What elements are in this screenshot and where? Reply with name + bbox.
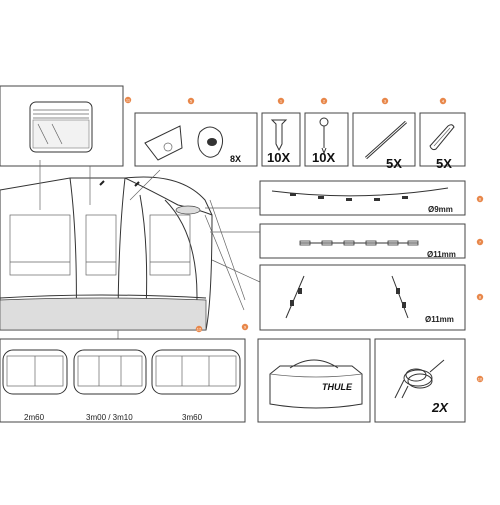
badge-3: 3 [381,97,389,105]
cable-2-diameter: Ø11mm [427,250,456,259]
svg-text:8: 8 [479,295,482,300]
panels-box: 2m60 3m00 / 3m10 3m60 12 [0,325,246,423]
hook-pegs-box: 10X 2 [304,97,349,167]
svg-text:5: 5 [190,99,193,104]
clips-qty: 5X [436,156,452,171]
ropes-box: 2X 10 [374,338,484,423]
guy-pole-qty: 5X [386,156,402,171]
panel-size-2: 3m00 / 3m10 [86,413,133,422]
panel-size-1: 2m60 [24,413,45,422]
badge-9: 9 [241,323,249,331]
bracket-icon [144,125,183,161]
badge-5: 5 [187,97,195,105]
cable-3a-illustration [285,275,305,319]
svg-text:4: 4 [442,99,445,104]
guy-pole-box: 5X 3 [352,97,416,171]
badge-8: 8 [476,293,484,301]
badge-4: 4 [439,97,447,105]
bag-illustration [269,365,363,409]
svg-text:11: 11 [126,98,131,103]
cable-3b-illustration [391,275,409,319]
svg-text:1: 1 [280,99,283,104]
badge-11: 11 [124,96,132,104]
svg-text:2: 2 [323,99,326,104]
badge-6: 6 [476,195,484,203]
svg-text:10: 10 [478,377,483,382]
clips-box: 5X 4 [419,97,466,171]
cable-3-diameter: Ø11mm [425,315,454,324]
window-panel-box: 11 [0,85,132,167]
hook-pegs-qty: 10X [312,150,335,165]
pegs-box: 10X 1 [261,97,301,167]
brackets-qty: 8X [230,154,241,164]
badge-12: 12 [195,325,203,333]
cable-box-2: Ø11mm 7 [259,223,484,259]
clip-icon [429,124,455,151]
svg-text:7: 7 [479,240,482,245]
svg-text:12: 12 [197,327,202,332]
badge-7: 7 [476,238,484,246]
badge-10: 10 [476,375,484,383]
pegs-qty: 10X [267,150,290,165]
bag-brand: THULE [322,382,353,392]
rope-coil-icon [394,359,445,399]
panel-2m60 [2,349,68,395]
svg-text:9: 9 [244,325,247,330]
awning-illustration [0,160,261,340]
window-panel-illustration [29,101,93,153]
ropes-qty: 2X [431,400,449,415]
svg-text:6: 6 [479,197,482,202]
bag-box: THULE 9 [241,323,371,423]
panel-size-3: 3m60 [182,413,203,422]
badge-1: 1 [277,97,285,105]
svg-text:3: 3 [384,99,387,104]
cable-box-3: Ø11mm 8 [259,264,484,331]
panel-3m60 [151,349,241,395]
peg-icon [270,119,288,152]
badge-2: 2 [320,97,328,105]
cable-1-diameter: Ø9mm [428,205,453,214]
brackets-box: 8X 5 [134,97,258,167]
panel-3m00-3m10 [73,349,147,395]
cable-box-1: Ø9mm 6 [259,180,484,216]
clamp-icon [197,126,224,158]
